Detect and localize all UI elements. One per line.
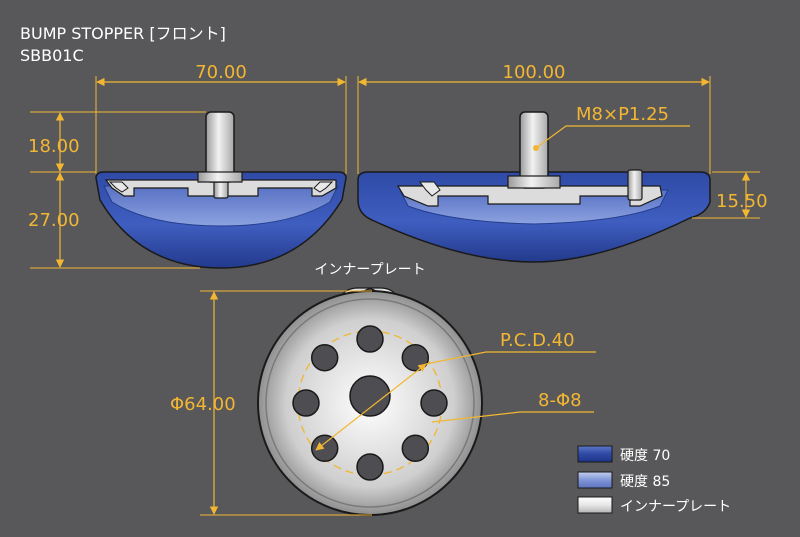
rear-stopper-view: [357, 111, 711, 263]
rear-locating-pin: [627, 169, 643, 201]
rear-width-label: 100.00: [503, 62, 566, 83]
holes-label: 8-Φ8: [538, 390, 582, 411]
legend-swatch-hardness-70: [577, 445, 613, 463]
holes-leader: [431, 411, 594, 423]
thread-leader: [535, 125, 690, 149]
bolt-hole: [292, 389, 320, 417]
part-number: SBB01C: [20, 46, 84, 65]
rear-inner-plate: [396, 185, 663, 207]
bolt-hole: [356, 453, 384, 481]
legend-swatch-inner-plate: [577, 496, 613, 514]
front-rubber-inner: [103, 185, 339, 227]
rear-height-label: 15.50: [716, 191, 768, 212]
pcd-diameter-line: [315, 363, 427, 451]
diameter-label: Φ64.00: [170, 394, 236, 415]
bolt-hole: [401, 434, 430, 463]
pcd-leader: [425, 351, 596, 365]
front-stopper-view: [95, 111, 347, 269]
legend-label-hardness-70: 硬度 70: [620, 448, 670, 464]
bolt-hole: [401, 343, 430, 372]
drawing-title: BUMP STOPPER [フロント]: [20, 24, 226, 43]
bolt-hole: [356, 325, 384, 353]
body-height-label: 27.00: [28, 210, 80, 231]
thread-label: M8×P1.25: [576, 104, 669, 125]
inner-plate-view: インナープレート P.C.D.40 8-Φ8: [170, 262, 596, 516]
top-dimensions: 70.00 100.00 18.00 27.00 15.50 M8×P1.25: [28, 62, 768, 269]
legend: 硬度 70 硬度 85 インナープレート: [577, 445, 731, 515]
legend-swatch-hardness-85: [577, 471, 613, 489]
bolt-hole: [310, 434, 339, 463]
center-hole: [349, 375, 391, 417]
rear-rubber-inner: [399, 189, 669, 225]
front-plate-hook-left: [108, 181, 129, 193]
front-plate-hook-right: [313, 181, 334, 193]
pcd-label: P.C.D.40: [500, 330, 575, 351]
front-width-label: 70.00: [195, 62, 247, 83]
legend-label-inner-plate: インナープレート: [620, 499, 731, 515]
inner-plate-title: インナープレート: [314, 262, 425, 278]
stud-height-label: 18.00: [28, 136, 80, 157]
legend-label-hardness-85: 硬度 85: [620, 474, 670, 490]
rear-plate-hook-left: [419, 181, 441, 197]
bolt-hole: [310, 343, 339, 372]
bolt-hole: [420, 389, 448, 417]
